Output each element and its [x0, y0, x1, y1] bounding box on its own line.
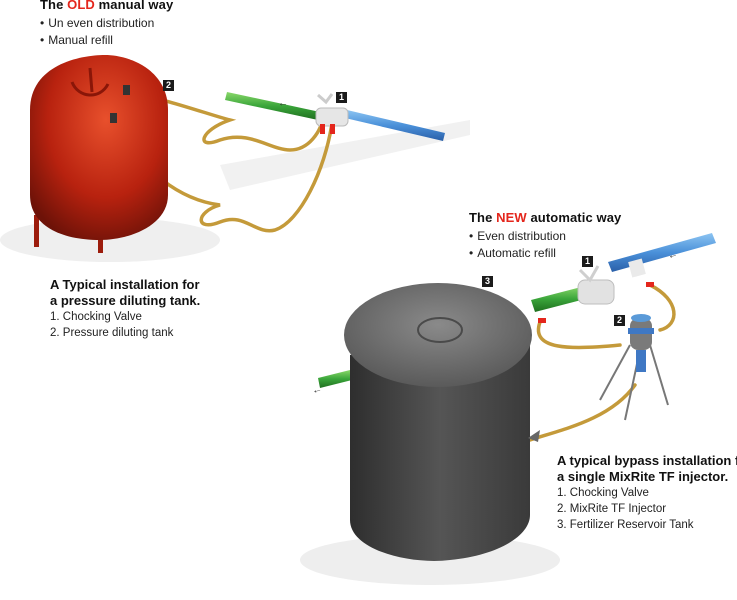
new-pipeline	[318, 233, 716, 388]
new-tag-1: 1	[582, 256, 593, 267]
fertilizer-reservoir-tank	[344, 283, 540, 561]
heading-prefix: The	[469, 210, 497, 225]
old-pipeline	[225, 92, 445, 141]
old-caption-title-2: a pressure diluting tank.	[50, 293, 201, 308]
old-way-heading: The OLD manual way	[40, 0, 173, 12]
mixrite-injector	[599, 314, 669, 421]
heading-suffix: automatic way	[526, 210, 622, 225]
new-caption-item-3: 3. Fertilizer Reservoir Tank	[557, 519, 694, 531]
new-caption: A typical bypass installation for a sing…	[557, 453, 737, 533]
old-caption-title-1: A Typical installation for	[50, 277, 200, 292]
old-floor-shadow	[220, 120, 470, 190]
new-tag-2: 2	[614, 315, 625, 326]
new-caption-title-1: A typical bypass installation for	[557, 453, 737, 468]
new-caption-item-1: 1. Chocking Valve	[557, 487, 649, 499]
new-outlet-arrow-icon: ←	[311, 384, 324, 397]
old-bullet-2: Manual refill	[40, 32, 113, 48]
old-tag-1: 1	[336, 92, 347, 103]
old-highlight: OLD	[67, 0, 95, 12]
new-bullet-2: Automatic refill	[469, 245, 556, 261]
heading-suffix: manual way	[94, 0, 174, 12]
pressure-diluting-tank	[30, 55, 168, 253]
old-caption: A Typical installation for a pressure di…	[50, 277, 200, 341]
heading-prefix: The	[40, 0, 68, 12]
old-bullet-1: Un even distribution	[40, 15, 154, 31]
old-caption-item-1: 1. Chocking Valve	[50, 311, 142, 323]
new-caption-title-2: a single MixRite TF injector.	[557, 469, 729, 484]
old-hoses	[113, 90, 334, 233]
new-hoses	[528, 283, 676, 442]
new-highlight: NEW	[496, 210, 527, 225]
new-inlet-arrow-icon: ←	[667, 249, 680, 262]
new-tag-3: 3	[482, 276, 493, 287]
new-caption-item-2: 2. MixRite TF Injector	[557, 503, 667, 515]
old-tag-2: 2	[163, 80, 174, 91]
old-caption-item-2: 2. Pressure diluting tank	[50, 327, 174, 339]
old-flow-arrow-icon: ←	[278, 98, 288, 109]
new-bullet-1: Even distribution	[469, 228, 566, 244]
new-way-heading: The NEW automatic way	[469, 210, 621, 225]
